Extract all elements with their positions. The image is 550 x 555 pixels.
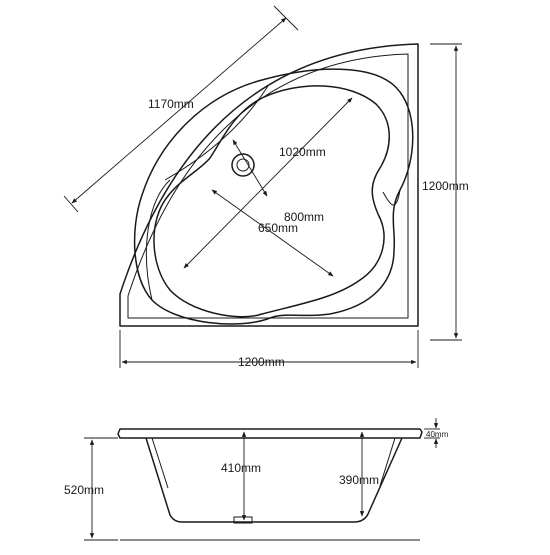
side-rim [117, 428, 423, 439]
drain-inner [236, 158, 250, 172]
label-total-height: 520mm [64, 483, 104, 497]
label-inner-diagonal: 1020mm [279, 145, 326, 159]
side-view: 410mm 390mm 520mm 40mm [64, 418, 449, 541]
label-depth: 1200mm [422, 179, 469, 193]
label-seat-depth: 390mm [339, 473, 379, 487]
side-body [145, 437, 403, 523]
ext-line-diagonal-a [63, 195, 79, 213]
label-rim: 40mm [426, 430, 449, 439]
dim-line-inner-short [211, 189, 334, 277]
label-diagonal: 1170mm [148, 97, 194, 111]
basin-outer-outline [133, 68, 414, 325]
plan-view: 1020mm 800mm 650mm 1170mm 1200mm 1200mm [63, 5, 469, 369]
basin-inner-well [153, 85, 390, 318]
label-inner-depth: 410mm [221, 461, 261, 475]
seat-contour-right [382, 189, 401, 206]
label-inner-short: 650mm [258, 221, 298, 235]
dim-line-inner-long [183, 97, 353, 269]
dim-line-diagonal [71, 17, 287, 204]
label-inner-long: 800mm [284, 210, 324, 224]
side-body-inner [151, 437, 396, 489]
label-width: 1200mm [238, 355, 285, 369]
